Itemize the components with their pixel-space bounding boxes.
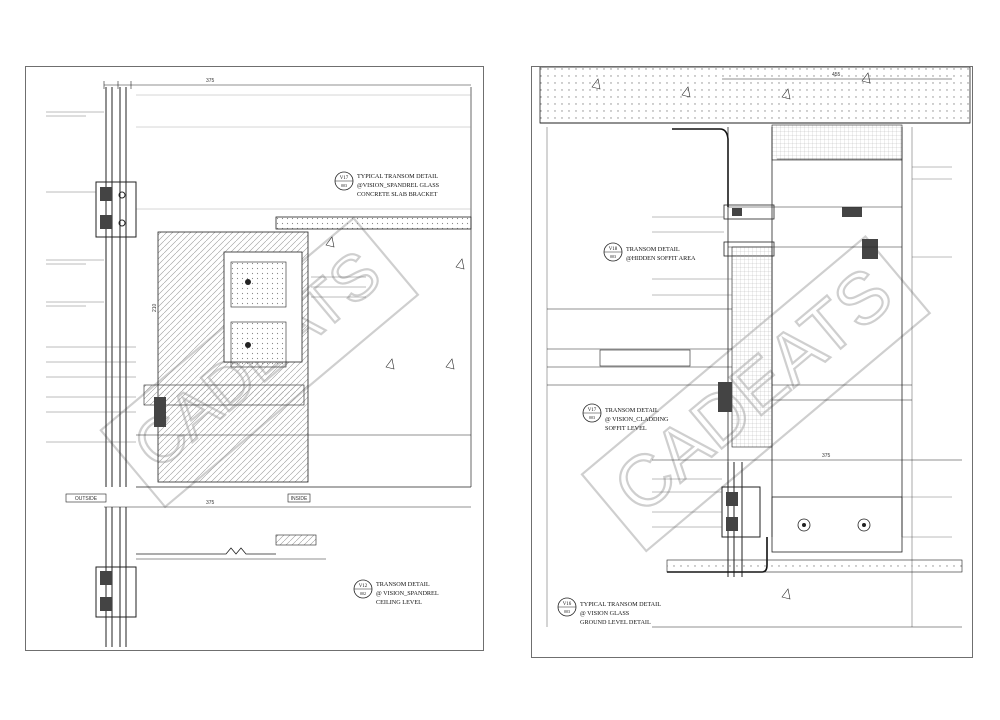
left-sheet-drawing: CADEATS 375 <box>46 78 472 647</box>
svg-text:TRANSOM DETAIL: TRANSOM DETAIL <box>626 246 680 253</box>
detail-callout-v12: V12 002 TRANSOM DETAIL @ VISION_SPANDREL… <box>353 579 439 606</box>
concrete-soffit <box>539 67 971 124</box>
transom-cluster-upper <box>95 181 137 238</box>
svg-text:@ VISION_SPANDREL: @ VISION_SPANDREL <box>376 590 439 597</box>
detail-callout-v16: V16 003 TYPICAL TRANSOM DETAIL @ VISION … <box>557 597 661 626</box>
svg-text:V18: V18 <box>609 247 618 252</box>
detail-callout-v17b: V17 003 TRANSOM DETAIL @ VISION_CLADDING… <box>582 403 669 432</box>
right-sheet-drawing: CADEATS 455 <box>539 67 971 628</box>
dim-bottom-right: 375 <box>822 453 831 459</box>
svg-text:003: 003 <box>564 609 570 614</box>
dim-top-left: 375 <box>206 78 215 84</box>
svg-text:V16: V16 <box>563 602 572 607</box>
concrete-slab <box>275 216 472 230</box>
svg-text:V17: V17 <box>340 176 349 181</box>
detail-callout-v18: V18 003 TRANSOM DETAIL @HIDDEN SOFFIT AR… <box>603 242 696 262</box>
dim-mid-left: 210 <box>152 303 158 312</box>
svg-text:@ VISION_CLADDING: @ VISION_CLADDING <box>605 416 669 423</box>
drawing-sheet-left: CADEATS 375 <box>25 66 484 651</box>
svg-text:TRANSOM DETAIL: TRANSOM DETAIL <box>376 581 430 588</box>
dim-bottom-left: 375 <box>206 500 215 506</box>
svg-text:TYPICAL TRANSOM DETAIL: TYPICAL TRANSOM DETAIL <box>357 173 438 180</box>
detail-callout-v17: V17 003 TYPICAL TRANSOM DETAIL @VISION_S… <box>334 171 440 198</box>
svg-text:GROUND LEVEL DETAIL: GROUND LEVEL DETAIL <box>580 619 651 626</box>
svg-text:V12: V12 <box>359 584 368 589</box>
svg-text:V17: V17 <box>588 408 597 413</box>
svg-text:TRANSOM DETAIL: TRANSOM DETAIL <box>605 407 659 414</box>
svg-text:003: 003 <box>610 254 616 259</box>
inside-tag: INSIDE <box>291 496 308 502</box>
svg-text:CEILING LEVEL: CEILING LEVEL <box>376 599 422 606</box>
svg-text:002: 002 <box>360 591 366 596</box>
svg-text:003: 003 <box>589 415 595 420</box>
svg-text:003: 003 <box>341 183 347 188</box>
transom-cluster-right <box>723 204 902 259</box>
drawing-sheet-right: CADEATS 455 <box>531 66 973 658</box>
svg-text:@ VISION GLASS: @ VISION GLASS <box>580 610 630 617</box>
svg-text:CONCRETE SLAB BRACKET: CONCRETE SLAB BRACKET <box>357 191 438 198</box>
dim-top-right: 455 <box>832 72 841 78</box>
svg-text:@HIDDEN SOFFIT AREA: @HIDDEN SOFFIT AREA <box>626 255 696 262</box>
svg-text:TYPICAL TRANSOM DETAIL: TYPICAL TRANSOM DETAIL <box>580 601 661 608</box>
svg-text:SOFFIT LEVEL: SOFFIT LEVEL <box>605 425 647 432</box>
svg-text:@VISION_SPANDREL GLASS: @VISION_SPANDREL GLASS <box>357 182 440 189</box>
outside-tag: OUTSIDE <box>75 496 98 502</box>
